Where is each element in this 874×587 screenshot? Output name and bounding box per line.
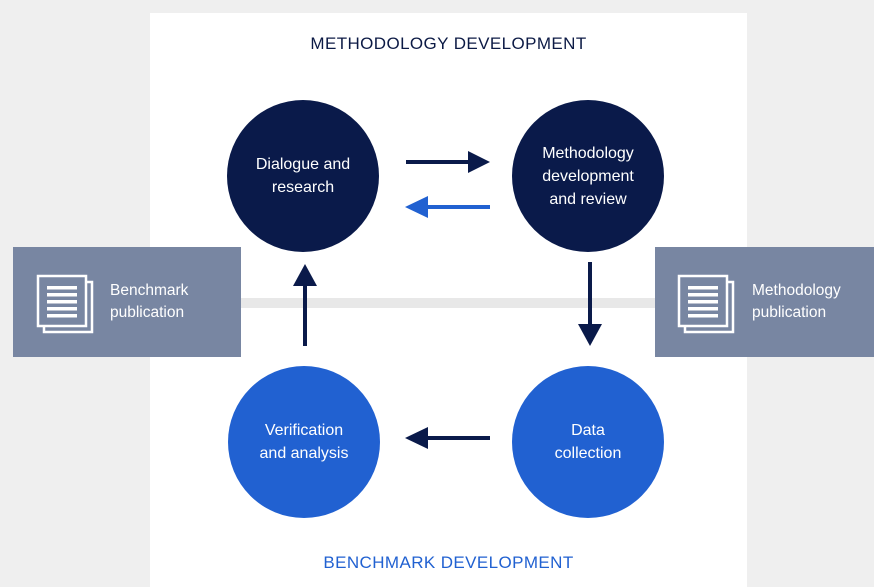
benchmark-publication-box: Benchmark publication: [13, 247, 241, 357]
connector-band: [240, 298, 656, 308]
document-icon: [677, 274, 735, 334]
arrow-right-top: [406, 151, 490, 173]
benchmark-development-heading: BENCHMARK DEVELOPMENT: [323, 553, 574, 572]
data-collection-node: Data collection: [512, 366, 664, 518]
methodology-development-heading: METHODOLOGY DEVELOPMENT: [310, 34, 587, 53]
methodology-review-node: Methodology development and review: [512, 100, 664, 252]
dialogue-research-node: Dialogue and research: [227, 100, 379, 252]
arrow-left-bottom: [405, 427, 490, 449]
arrow-up-left: [293, 264, 317, 346]
methodology-publication-label: Methodology publication: [752, 282, 841, 321]
verification-analysis-node: Verification and analysis: [228, 366, 380, 518]
document-icon: [36, 274, 94, 334]
benchmark-publication-label: Benchmark publication: [110, 282, 189, 321]
arrow-down-right: [578, 262, 602, 346]
arrow-left-top: [405, 196, 490, 218]
methodology-publication-box: Methodology publication: [655, 247, 874, 357]
